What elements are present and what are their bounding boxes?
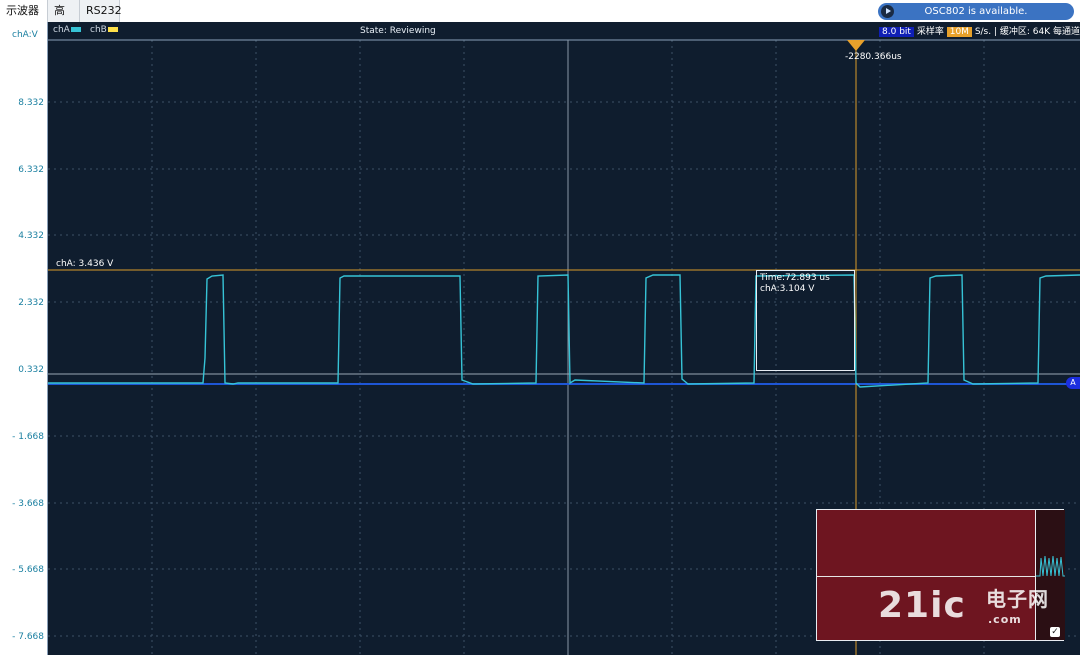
y-axis: chA:V 8.332 6.332 4.332 2.332 0.332 - 1.… [0,22,48,655]
y-axis-unit: chA:V [12,30,38,40]
y-tick: 6.332 [18,165,44,175]
tab-bar: 示波器 高级 RS232 OSC802 is available. [0,0,1080,39]
y-tick: - 3.668 [12,499,44,509]
sample-rate-label: 采样率 [916,27,944,37]
overview-checkbox-icon[interactable]: ✓ [1050,627,1060,637]
device-available-text: OSC802 is available. [924,6,1028,17]
acquisition-state: State: Reviewing [360,26,436,36]
legend-cha-swatch [70,27,81,32]
trigger-time-readout: -2280.366us [845,52,902,62]
tab-advanced[interactable]: 高级 [48,0,80,39]
watermark-logo: 21ic 电子网 .com [878,585,1048,626]
legend-cha-label: chA [53,25,70,35]
cursor-time-readout: Time:72.893 us [760,273,830,283]
overview-trace [1036,555,1065,577]
overview-view-window[interactable] [1035,510,1065,640]
y-tick: - 7.668 [12,632,44,642]
measurement-cursor-box[interactable]: Time:72.893 us chA:3.104 V [756,270,855,371]
buffer-size: | 缓冲区: 64K 每通道 [993,27,1080,37]
y-tick: - 1.668 [12,432,44,442]
legend-channel-a[interactable]: chA [53,25,81,35]
watermark-main: 21ic [878,585,966,626]
channel-a-trace [48,274,1080,388]
waveform-overview[interactable]: ✓ [816,509,1065,641]
tab-oscilloscope[interactable]: 示波器 [0,0,48,22]
watermark-cn: 电子网 [986,587,1049,611]
play-icon[interactable] [881,5,894,18]
acquisition-status-bar: 8.0 bit 采样率 10M S/s. | 缓冲区: 64K 每通道 [879,24,1080,38]
tab-rs232[interactable]: RS232 [80,0,122,22]
bit-depth-badge[interactable]: 8.0 bit [879,27,914,37]
cursor-value-readout: chA:3.104 V [760,284,815,294]
sample-rate-badge[interactable]: 10M [946,27,972,37]
trigger-marker-icon[interactable] [847,40,865,51]
y-tick: 2.332 [18,298,44,308]
device-available-notification[interactable]: OSC802 is available. [878,3,1074,20]
legend-chb-label: chB [90,25,107,35]
waveform-plot[interactable]: chA chB State: Reviewing 8.0 bit 采样率 10M… [48,22,1080,655]
y-tick: 4.332 [18,231,44,241]
y-tick: 8.332 [18,98,44,108]
legend-chb-swatch [107,27,118,32]
trigger-level-readout: chA: 3.436 V [56,259,114,269]
overview-center-line [817,576,1035,577]
y-tick: 0.332 [18,365,44,375]
legend-channel-b[interactable]: chB [90,25,118,35]
y-tick: - 5.668 [12,565,44,575]
watermark-com: .com [988,613,1022,626]
sample-rate-unit: S/s. [974,27,992,37]
channel-a-offset-marker[interactable]: A [1066,377,1080,389]
